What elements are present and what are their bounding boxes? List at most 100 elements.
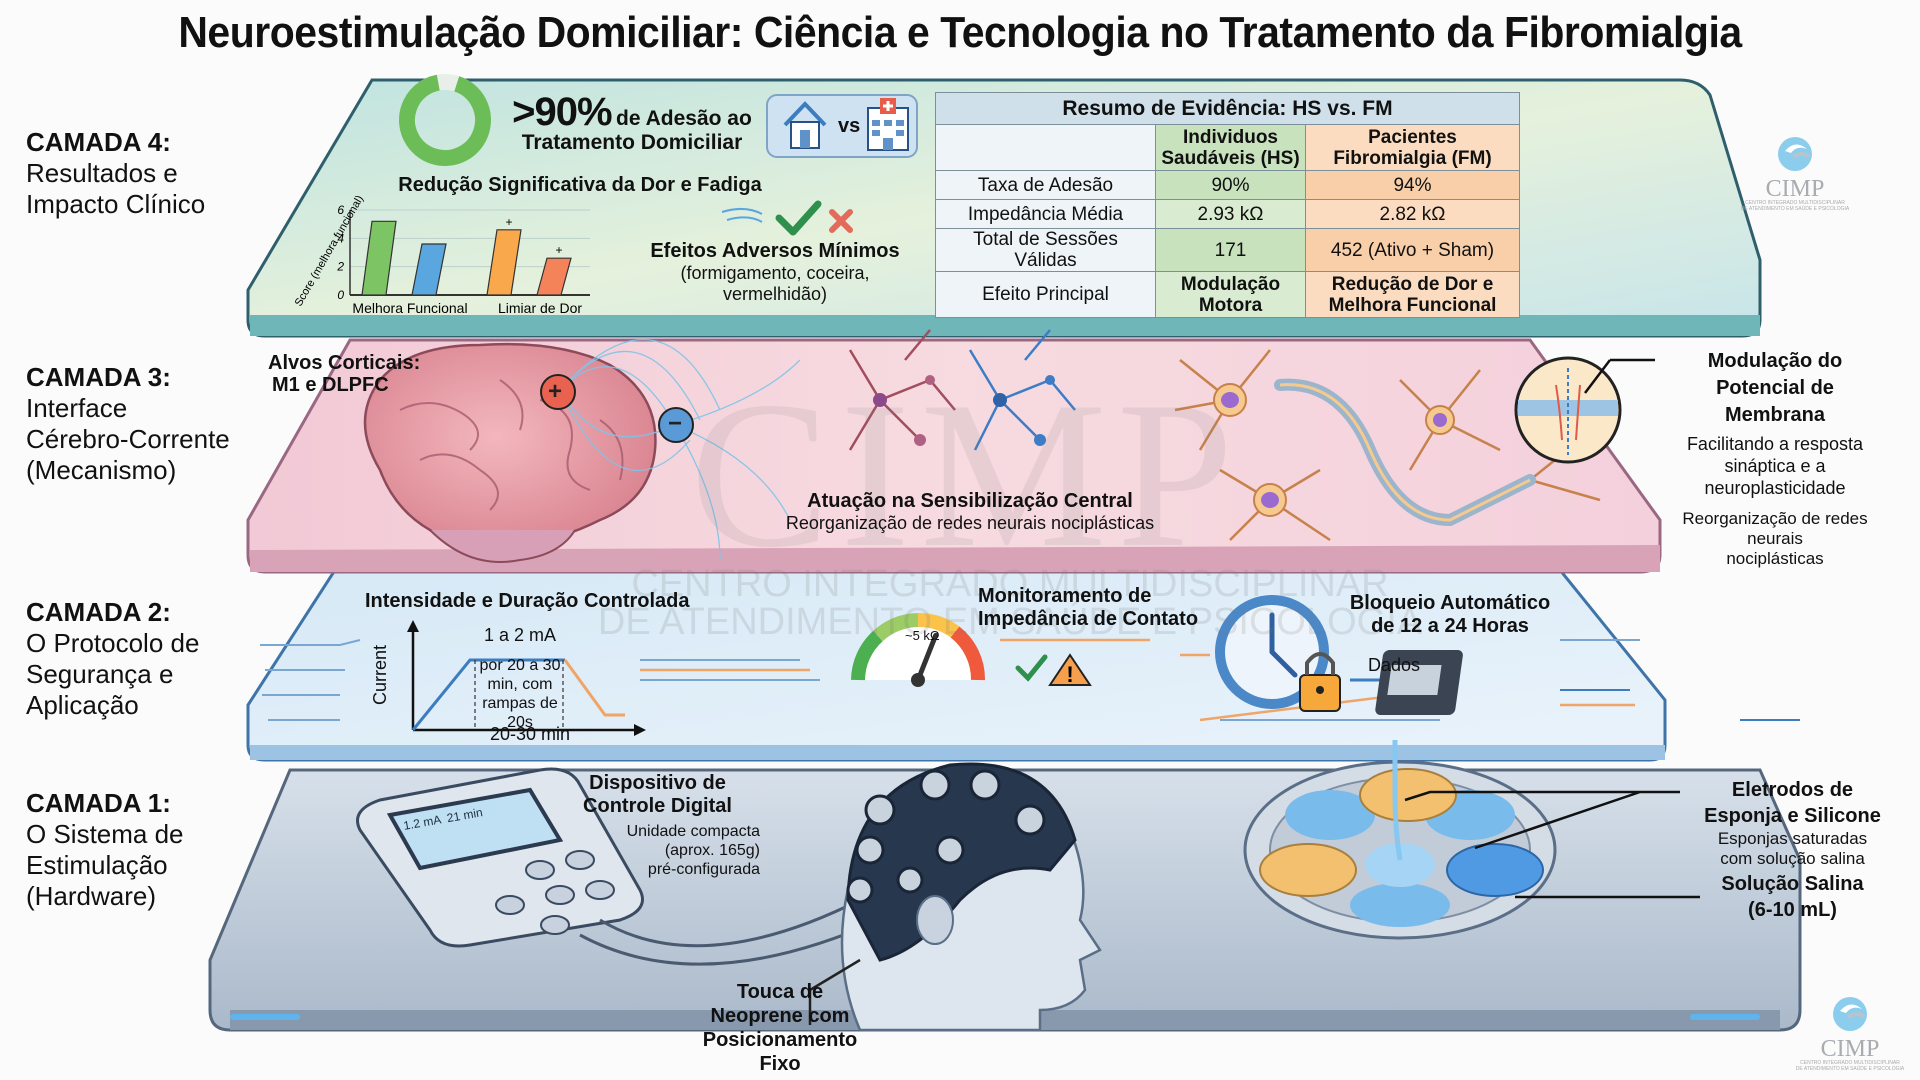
cimp-logo-bottom: CIMP CENTRO INTEGRADO MULTIDISCIPLINAR D… (1780, 995, 1920, 1072)
chart-bar-marker: + (555, 243, 562, 257)
checkmark-icon (775, 200, 822, 236)
svg-text:!: ! (1066, 662, 1073, 687)
device-sub-1: Unidade compacta (626, 823, 760, 840)
saline-title: Solução Salina (1721, 873, 1864, 895)
page-title: Neuroestimulação Domiciliar: Ciência e T… (178, 8, 1742, 57)
adverse-effects-title: Efeitos Adversos Mínimos (650, 240, 900, 262)
membrane-sub2-2: neurais (1747, 529, 1803, 548)
adverse-effects-sub-1: (formigamento, coceira, (680, 263, 870, 283)
anode-electrode (540, 374, 576, 410)
cimp-logo-sub-1: CENTRO INTEGRADO MULTIDISCIPLINAR (1800, 1060, 1900, 1066)
plateau-line-1: por 20 a 30 (479, 657, 561, 674)
home-icon (783, 101, 827, 149)
watermark-line-1: CENTRO INTEGRADO MULTIDISCIPLINAR (631, 563, 1389, 605)
layer-subtitle-line: Interface (26, 393, 128, 423)
layer-subtitle-line: (Hardware) (26, 881, 157, 911)
watermark-logo-center: CIMP (690, 359, 1244, 591)
auto-lock-title: Bloqueio Automático de 12 a 24 Horas (1335, 592, 1565, 638)
head-cap-illustration (808, 762, 1102, 1032)
layer-subtitle-line: O Sistema de (26, 819, 184, 849)
auto-lock-title-1: Bloqueio Automático (1349, 592, 1551, 614)
adherence-text-2: Tratamento Domiciliar (521, 131, 743, 154)
table-cell-hs: Modulação Motora (1155, 271, 1306, 318)
membrane-sub-1: Facilitando a resposta (1686, 434, 1864, 454)
adherence-text-1: de Adesão ao (616, 107, 752, 130)
brain-illustration (363, 339, 801, 563)
cimp-logo-top: CIMP CENTRO INTEGRADO MULTIDISCIPLINAR D… (1720, 135, 1870, 212)
table-row: Impedância Média 2.93 kΩ 2.82 kΩ (935, 199, 1520, 229)
neoprene-cap-label: Touca de Neoprene com Posicionamento Fix… (680, 980, 880, 1076)
cimp-logo-sub-2: DE ATENDIMENTO EM SAÚDE E PSICOLOGIA (1740, 206, 1850, 212)
device-sub-2: (aprox. 165g) (664, 842, 760, 859)
cathode-symbol: − (668, 410, 683, 437)
plateau-line-3: rampas de 20s (482, 695, 558, 731)
chart-bar (486, 229, 522, 296)
table-row-label: Taxa de Adesão (935, 170, 1156, 200)
x-mark-icon (829, 209, 853, 233)
layer-heading: CAMADA 1: (26, 788, 171, 818)
neuron-network-illustration (848, 329, 1601, 542)
central-sensitization-sub: Reorganização de redes neurais nociplást… (785, 513, 1155, 533)
evidence-summary-table: Resumo de Evidência: HS vs. FM Individuo… (935, 92, 1520, 318)
membrane-sub2-1: Reorganização de redes (1682, 509, 1868, 528)
evidence-summary-table-wrapper: Resumo de Evidência: HS vs. FM Individuo… (935, 92, 1520, 318)
electrodes-title-2: Esponja e Silicone (1704, 805, 1881, 827)
table-cell-fm-line-1: Redução de Dor e (1331, 273, 1494, 295)
table-cell-hs: 2.93 kΩ (1155, 199, 1306, 229)
current-level-label: 1 a 2 mA (483, 625, 557, 645)
chart-y-tick-label: 4 (337, 231, 344, 245)
central-sensitization-title: Atuação na Sensibilização Central (807, 490, 1133, 512)
membrane-zoom-illustration (1514, 356, 1655, 464)
table-row-label: Impedância Média (935, 199, 1156, 229)
table-row: Efeito Principal Modulação Motora Reduçã… (935, 271, 1520, 318)
evidence-table-title: Resumo de Evidência: HS vs. FM (935, 92, 1520, 125)
electrodes-callout: Eletrodos de Esponja e Silicone Esponjas… (1680, 777, 1905, 923)
checkmark-icon (1015, 654, 1048, 682)
electrodes-title-1: Eletrodos de (1731, 779, 1854, 801)
chart-bar-marker: + (505, 215, 512, 229)
membrane-title-3: Membrana (1724, 404, 1826, 426)
electrode-tray-illustration (1243, 740, 1700, 940)
impedance-title-1: Monitoramento de (978, 585, 1152, 607)
control-device-illustration (356, 767, 881, 966)
layer-subtitle-line: Segurança e (26, 659, 174, 689)
layer-subtitle-line: Cérebro-Corrente (26, 424, 230, 454)
chart-x-category-label: Melhora Funcional (352, 300, 467, 316)
impedance-title-2: Impedância de Contato (978, 608, 1199, 630)
layer-heading: CAMADA 4: (26, 127, 171, 157)
data-label: Dados (1368, 655, 1421, 675)
chart-y-tick-label: 0 (337, 288, 344, 302)
electrodes-sub-2: com solução salina (1720, 849, 1865, 868)
hospital-icon (867, 98, 909, 151)
chip-icon (1350, 650, 1800, 721)
saline-volume: (6-10 mL) (1748, 899, 1837, 921)
table-cell-fm: 452 (Ativo + Sham) (1305, 228, 1520, 272)
chart-bar (411, 243, 447, 296)
layer-subtitle-line: O Protocolo de (26, 628, 200, 658)
adverse-effects-icons (721, 200, 853, 236)
chart-bar (361, 220, 397, 296)
membrane-sub-2: sináptica e a (1724, 456, 1826, 476)
layer-heading: CAMADA 2: (26, 597, 171, 627)
intensity-title: Intensidade e Duração Controlada (365, 590, 690, 612)
cap-label-1: Touca de (736, 981, 824, 1003)
layer-subtitle-line: Resultados e (26, 158, 178, 188)
cortical-targets-line-2: M1 e DLPFC (272, 374, 389, 396)
layer-label-2: CAMADA 2: O Protocolo de Segurança e Apl… (26, 597, 246, 721)
table-row: Total de Sessões Válidas 171 452 (Ativo … (935, 228, 1520, 272)
adherence-stat: >90% de Adesão ao Tratamento Domiciliar (497, 90, 767, 155)
adverse-effects: Efeitos Adversos Mínimos (formigamento, … (635, 240, 915, 305)
table-header-hs-line-1: Individuos (1183, 126, 1278, 148)
table-cell-hs: 171 (1155, 228, 1306, 272)
adherence-value: >90% (512, 90, 612, 134)
cimp-logo-icon (1778, 137, 1812, 171)
chart-x-category-label: Limiar de Dor (498, 300, 582, 316)
anode-symbol: + (548, 378, 563, 405)
clock-lock-icon (1215, 595, 1341, 712)
table-cell-fm-line-2: Melhora Funcional (1328, 294, 1497, 316)
adherence-donut (399, 74, 491, 166)
cap-label-3: Posicionamento (702, 1029, 858, 1051)
layer-heading: CAMADA 3: (26, 362, 171, 392)
